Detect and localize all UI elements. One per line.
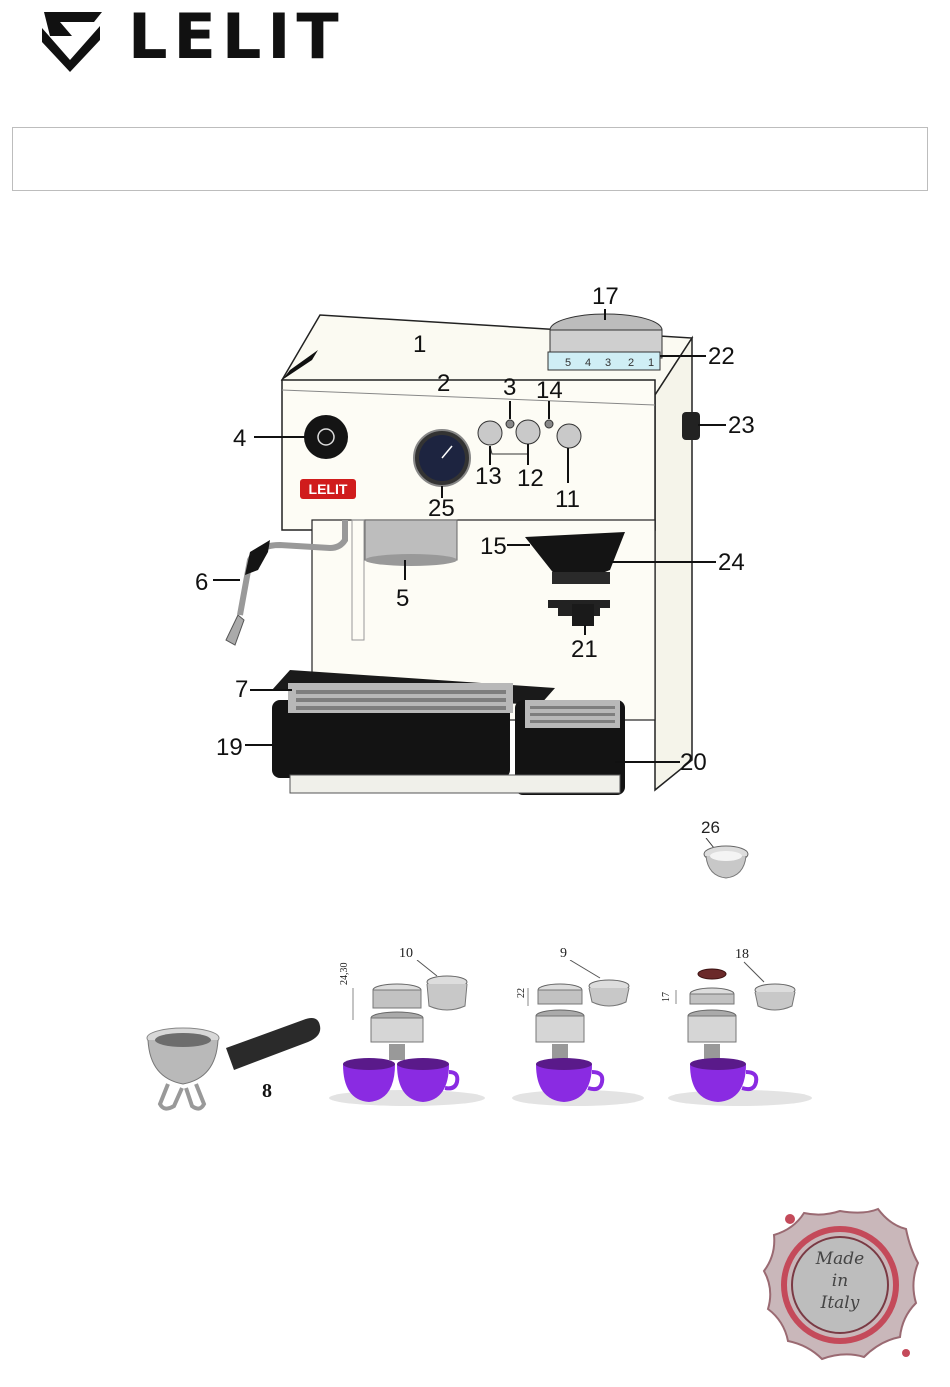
label-26: 26 [701,819,720,836]
seal-line-italy: Italy [800,1293,880,1314]
single-basket-set [508,960,653,1110]
label-19: 19 [216,736,243,760]
seal-line-made: Made [800,1249,880,1270]
label-21: 21 [571,638,598,662]
label-4: 4 [233,427,246,451]
label-3: 3 [503,376,516,400]
label-11: 11 [555,488,580,512]
label-23: 23 [728,414,755,438]
portafilter-image [138,1008,328,1120]
label-8: 8 [262,1081,272,1101]
svg-text:3: 3 [605,357,611,369]
seal-line-in: in [800,1271,880,1292]
pod-basket-set [660,960,815,1110]
dimension-pod: 17 [662,992,672,1002]
badge-text: LELIT [309,481,348,497]
svg-text:5: 5 [565,357,571,369]
label-15: 15 [480,535,507,559]
label-17: 17 [592,285,619,309]
label-12: 12 [517,467,544,491]
label-25: 25 [428,497,455,521]
label-14: 14 [536,379,563,403]
label-1: 1 [413,333,426,357]
label-22: 22 [708,345,735,369]
label-2: 2 [437,372,450,396]
svg-text:4: 4 [585,357,591,369]
svg-text:2: 2 [628,357,634,369]
label-6: 6 [195,571,208,595]
dimension-single: 22 [517,988,527,998]
basket-26-image [698,838,754,886]
svg-text:1: 1 [648,357,654,369]
label-5: 5 [396,587,409,611]
label-7: 7 [235,678,248,702]
made-in-italy-seal: Made in Italy [760,1205,920,1365]
dimension-double: 24,30 [340,963,350,986]
label-24: 24 [718,551,745,575]
label-10: 10 [399,947,413,961]
label-20: 20 [680,751,707,775]
label-13: 13 [475,465,502,489]
label-9: 9 [560,947,567,961]
